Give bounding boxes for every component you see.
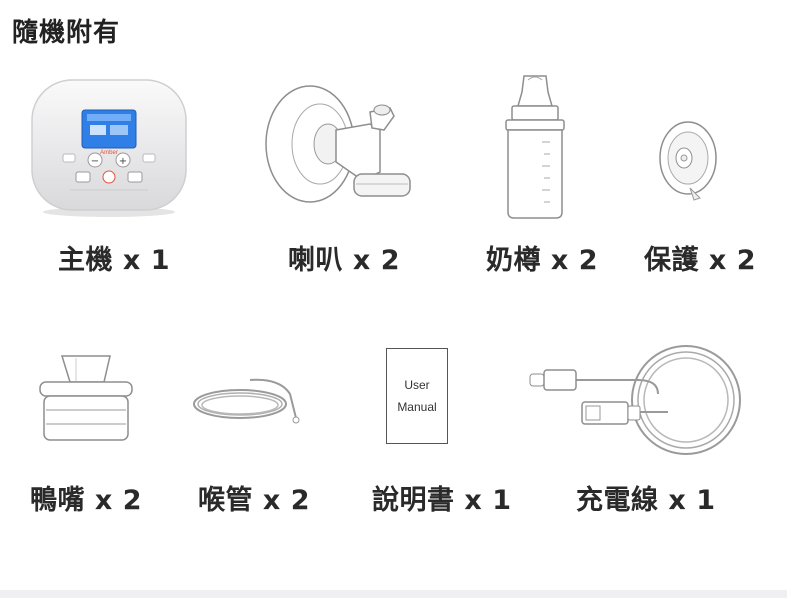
brand-label: Amber [100,150,118,156]
item-label-main-unit: 主機 x 1 [58,245,171,276]
item-label-duckbill: 鴨嘴 x 2 [30,485,143,516]
item-label-breast-shield: 喇叭 x 2 [288,245,401,276]
bottom-bar [0,590,787,598]
item-label-manual: 說明書 x 1 [372,485,512,516]
duckbill-valve-icon [39,355,133,441]
pump-main-unit-icon: Amber − + [31,79,187,217]
tubing-icon [193,378,300,424]
item-label-protector: 保護 x 2 [644,245,757,276]
user-manual-icon: User Manual [386,348,448,444]
breast-shield-icon [265,85,411,203]
manual-line-1: User [404,378,430,392]
charging-cable-icon [529,345,741,455]
protector-icon [659,121,717,201]
plus-icon: + [119,156,127,167]
minus-icon: − [91,156,99,167]
page-title: 隨機附有 [12,18,121,48]
item-label-cable: 充電線 x 1 [576,485,716,516]
baby-bottle-icon [505,75,565,219]
item-label-tubing: 喉管 x 2 [198,485,311,516]
manual-line-2: Manual [397,400,437,414]
item-label-bottle: 奶樽 x 2 [486,245,599,276]
